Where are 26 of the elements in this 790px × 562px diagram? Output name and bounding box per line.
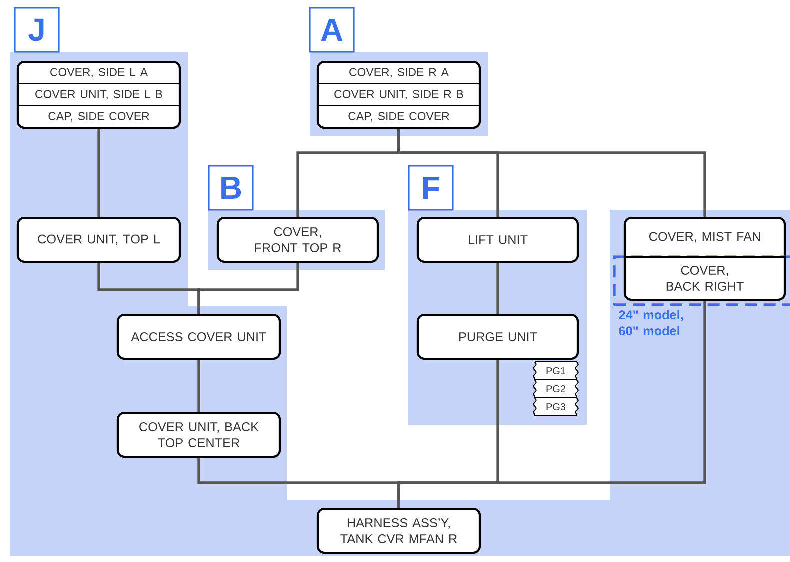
section-letter: J [14,7,60,53]
part-box: COVER, FRONT TOP R [216,216,380,264]
connector-line [398,128,706,218]
part-stack-box: COVER, SIDE R A COVER UNIT, SIDE R B CAP, SIDE COVER [316,60,482,130]
part-box: ACCESS COVER UNIT [116,314,282,360]
tag-box: PG2 [533,379,579,399]
tag-box: PG3 [533,397,579,417]
part-box: LIFT UNIT [416,216,580,264]
part-box: COVER, MIST FAN [624,216,786,258]
connector-line [198,262,300,315]
part-box: HARNESS ASS’Y, TANK CVR MFAN R [316,508,482,554]
connector-line [496,262,500,315]
node-label: PG3 [546,403,566,411]
section-letter: F [408,165,454,211]
tag-box: PG1 [533,361,579,381]
model-note: 24" model, 60" model [619,310,684,336]
part-stack-box: COVER, SIDE L A COVER UNIT, SIDE L B CAP, SIDE COVER [16,60,182,130]
node-label: PG2 [546,385,566,393]
part-box: COVER UNIT, TOP L [16,216,182,264]
connector-line [98,128,100,218]
part-box: COVER, BACK RIGHT [624,256,786,302]
section-letter: A [309,7,355,53]
section-letter: B [208,165,254,211]
connector-line [398,300,706,509]
part-box: COVER UNIT, BACK TOP CENTER [116,412,282,458]
connector-line [198,359,200,413]
